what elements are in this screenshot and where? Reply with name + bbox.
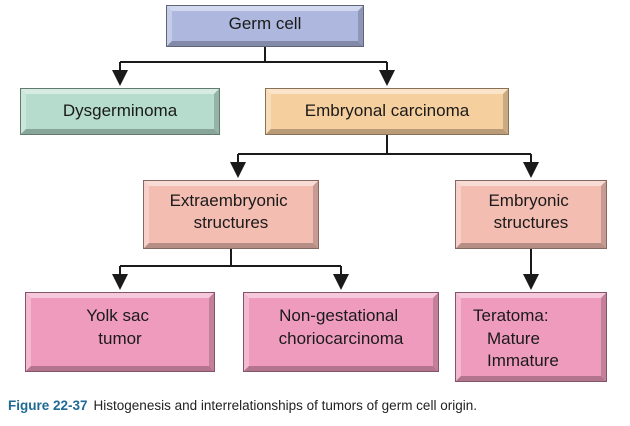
- caption-text: Histogenesis and interrelationships of t…: [93, 398, 477, 413]
- embryonal-carcinoma-box: [265, 88, 509, 135]
- non-gestational-label: Non-gestational choriocarcinoma: [279, 306, 404, 348]
- germ-cell-label: Germ cell: [229, 14, 302, 33]
- figure-caption: Figure 22-37 Histogenesis and interrelati…: [8, 398, 626, 413]
- teratoma-box: [455, 292, 607, 382]
- dysgerminoma-label: Dysgerminoma: [63, 101, 178, 120]
- figure-label: Figure 22-37: [8, 398, 88, 413]
- embryonal-carcinoma-label: Embryonal carcinoma: [305, 101, 470, 120]
- embryonic-box: [455, 180, 607, 249]
- connector-embryonal-split: [238, 135, 531, 155]
- embryonic-label: Embryonic structures: [488, 191, 573, 232]
- germ-cell-tumor-diagram: Germ cell Dysgerminoma Embryonal carcino…: [20, 5, 607, 382]
- connector-extraembryonic-split: [120, 249, 341, 267]
- teratoma-labels: Teratoma: Mature Immature: [473, 306, 559, 370]
- non-gestational-box: [243, 292, 439, 372]
- connectors: [112, 47, 539, 290]
- connector-germcell-split: [120, 47, 387, 63]
- germ-cell-box: [166, 5, 364, 47]
- box-labels: Germ cell Dysgerminoma Embryonal carcino…: [63, 14, 573, 348]
- yolk-sac-box: [25, 292, 215, 372]
- extraembryonic-box: [143, 180, 319, 249]
- dysgerminoma-box: [20, 88, 220, 135]
- yolk-sac-label: Yolk sac tumor: [86, 306, 153, 348]
- extraembryonic-label: Extraembryonic structures: [170, 191, 293, 232]
- boxes: [20, 5, 607, 382]
- teratoma-label: Teratoma: Mature Immature: [473, 306, 559, 370]
